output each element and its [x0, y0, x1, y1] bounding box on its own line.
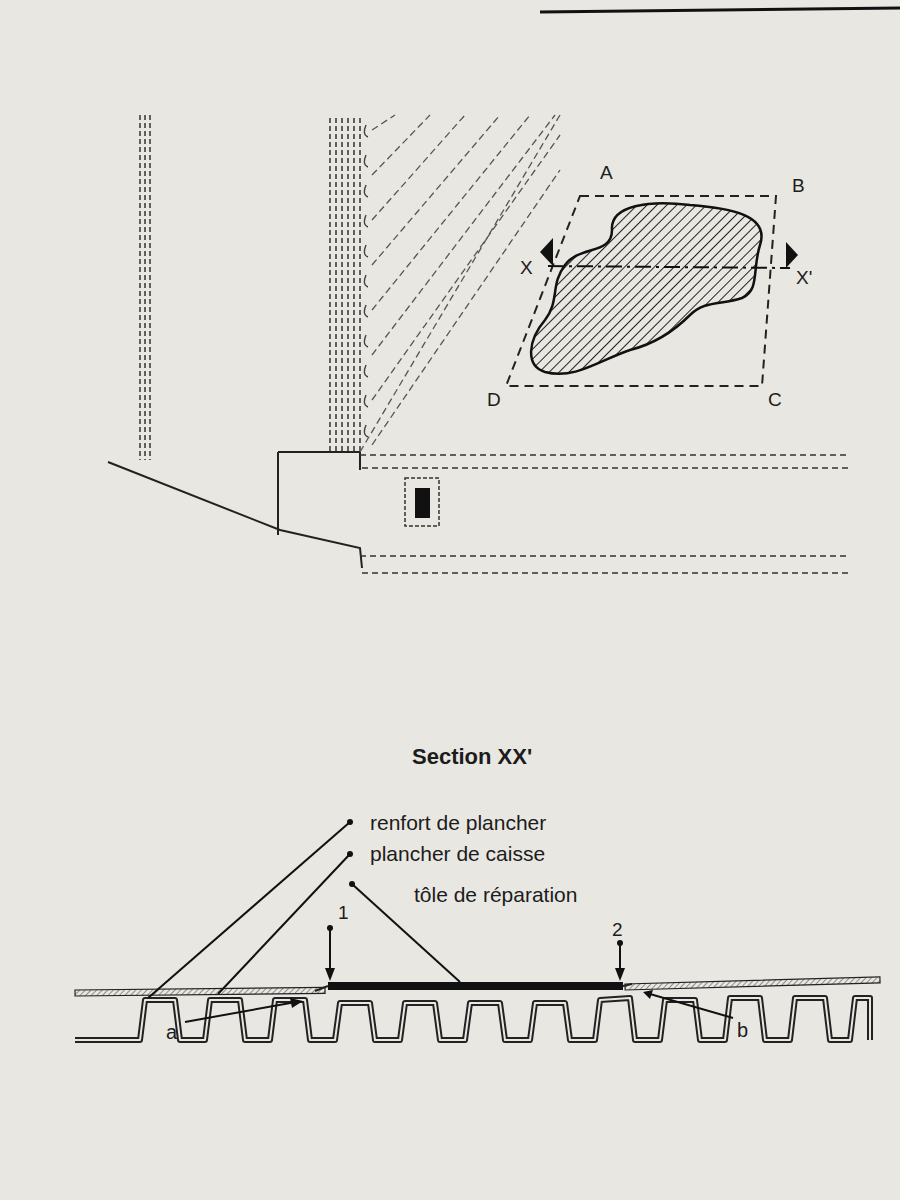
- corner-letter: A: [600, 163, 613, 182]
- part-name: renfort de plancher: [370, 812, 546, 833]
- callout-letter: b: [737, 1020, 748, 1040]
- corner-letter: C: [768, 390, 782, 409]
- callout-letter: a: [166, 1022, 177, 1042]
- part-name: plancher de caisse: [370, 843, 545, 864]
- corner-letter: D: [487, 390, 501, 409]
- corner-letter: B: [792, 176, 805, 195]
- section-heading: Section XX': [412, 746, 532, 768]
- section-mark: X: [520, 258, 533, 277]
- callout-number: 2: [612, 920, 623, 939]
- callout-number: 1: [338, 903, 349, 922]
- part-name: tôle de réparation: [414, 884, 577, 905]
- section-mark: X': [796, 268, 812, 287]
